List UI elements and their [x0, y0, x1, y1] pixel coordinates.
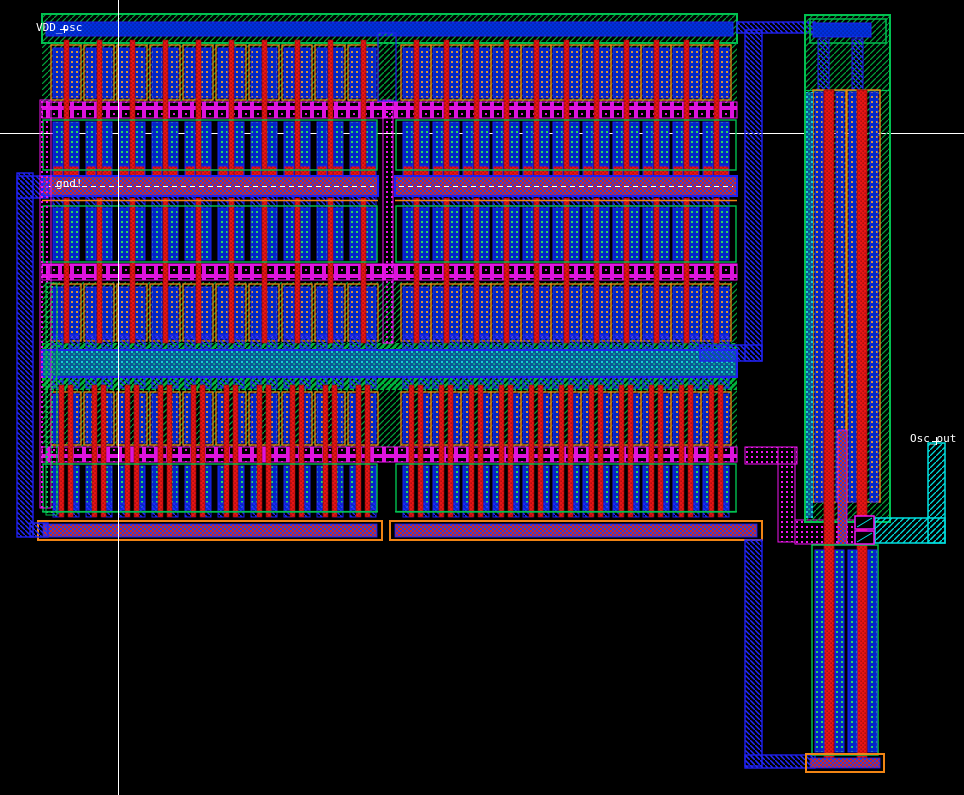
label-vdd-rail[interactable]: VDD_osc: [36, 21, 83, 34]
label-output-port[interactable]: Osc_out: [910, 432, 957, 445]
label-ground-rail[interactable]: gnd!: [56, 177, 83, 190]
